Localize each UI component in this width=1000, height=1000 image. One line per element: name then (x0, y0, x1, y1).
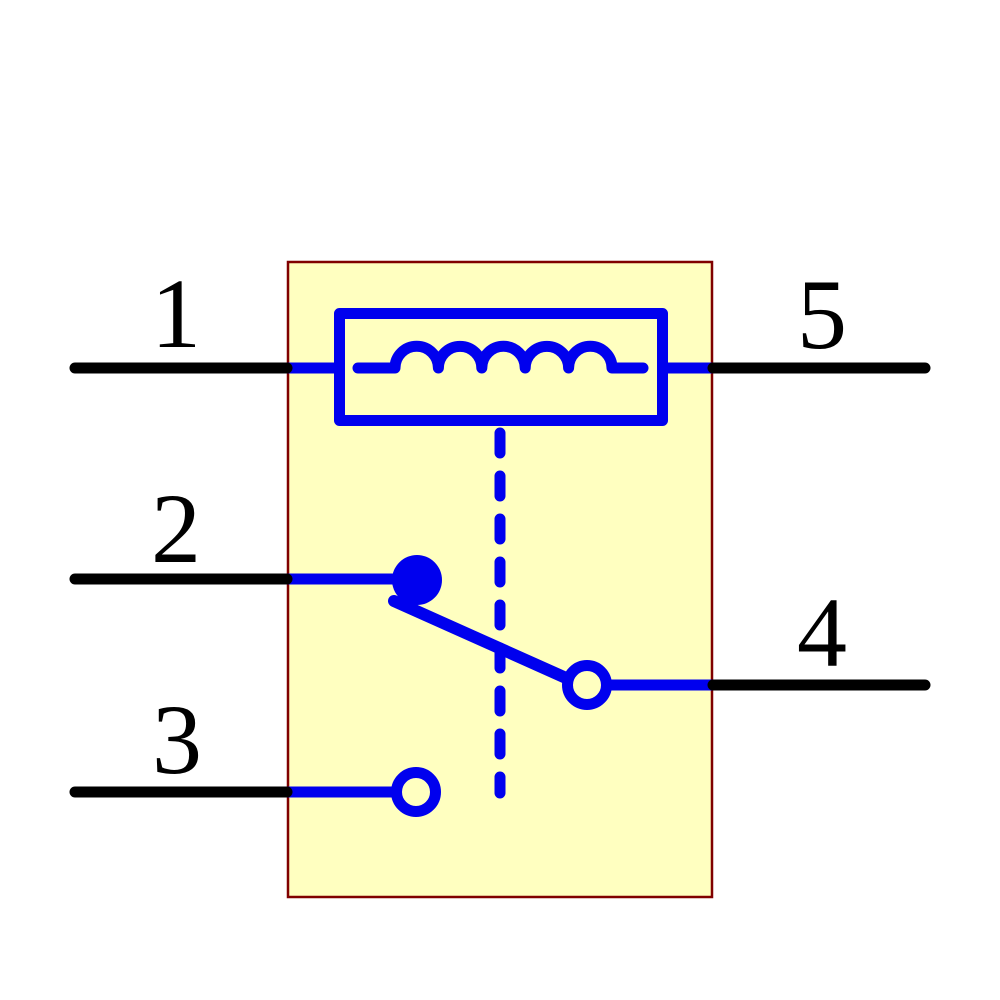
pin5-label: 5 (797, 259, 847, 370)
pin-labels: 1 2 3 4 5 (151, 258, 847, 795)
pin2-label: 2 (151, 473, 201, 584)
pin-stubs (279, 362, 722, 798)
switch-icon (388, 555, 612, 817)
common-contact-dot (392, 555, 442, 605)
pin1-label: 1 (151, 258, 201, 369)
pin3-label: 3 (152, 684, 202, 795)
relay-component[interactable] (279, 260, 722, 899)
switch-arm (388, 595, 572, 684)
pin4-label: 4 (797, 577, 847, 688)
coil-winding (352, 340, 649, 374)
wires (69, 362, 931, 798)
